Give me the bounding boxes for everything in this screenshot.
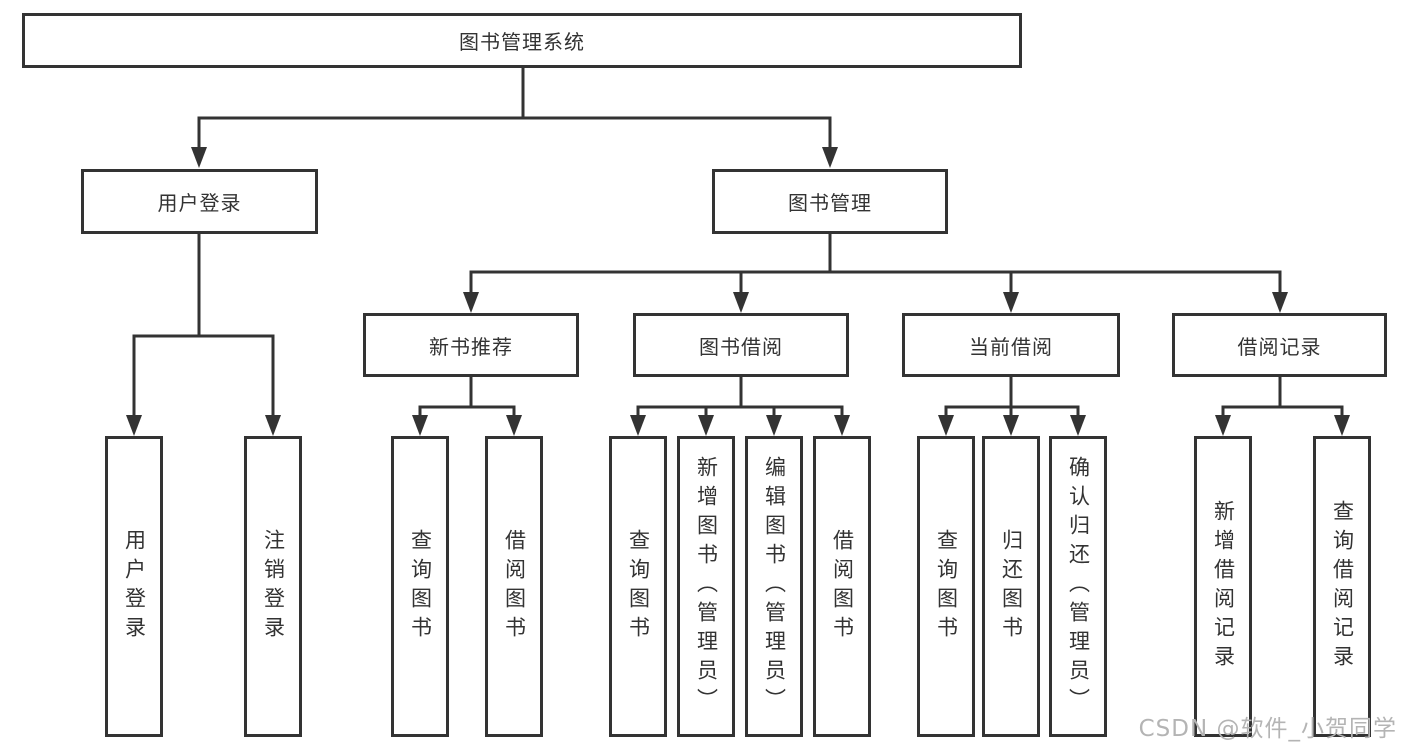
- arrowhead-icon: [766, 415, 782, 436]
- leaf-add-books-admin-label: 新增图书（管理员）: [694, 456, 719, 717]
- connector-current-borrow-to-leaves: [938, 377, 1086, 436]
- arrowhead-icon: [1003, 292, 1019, 313]
- leaf-query-books-borrow-label: 查询图书: [626, 528, 651, 645]
- connector-user-login-to-leaves: [126, 234, 281, 436]
- line: [636, 377, 844, 416]
- node-user-login-label: 用户登录: [157, 191, 242, 215]
- leaf-borrow-books-recommend: 借阅图书: [485, 436, 543, 737]
- leaf-query-books-recommend: 查询图书: [391, 436, 449, 737]
- connector-book-management-to-level3: [463, 234, 1288, 313]
- arrowhead-icon: [412, 415, 428, 436]
- node-root: 图书管理系统: [22, 13, 1022, 68]
- leaf-add-borrow-record: 新增借阅记录: [1194, 436, 1252, 737]
- node-book-borrow: 图书借阅: [633, 313, 849, 377]
- leaf-borrow-books-recommend-label: 借阅图书: [502, 528, 527, 645]
- leaf-logout-label: 注销登录: [261, 528, 286, 645]
- arrowhead-icon: [822, 147, 838, 168]
- leaf-borrow-books-label: 借阅图书: [830, 528, 855, 645]
- line: [469, 234, 1282, 294]
- node-new-book-recommend: 新书推荐: [363, 313, 579, 377]
- arrowhead-icon: [1215, 415, 1231, 436]
- leaf-return-books: 归还图书: [982, 436, 1040, 737]
- node-root-label: 图书管理系统: [459, 30, 585, 54]
- connector-new-book-to-leaves: [412, 377, 522, 436]
- connector-book-borrow-to-leaves: [630, 377, 850, 436]
- arrowhead-icon: [126, 415, 142, 436]
- leaf-query-books-borrow: 查询图书: [609, 436, 667, 737]
- line: [132, 234, 275, 416]
- connector-borrow-records-to-leaves: [1215, 377, 1350, 436]
- leaf-user-login: 用户登录: [105, 436, 163, 737]
- leaf-query-books-current: 查询图书: [917, 436, 975, 737]
- node-new-book-recommend-label: 新书推荐: [429, 334, 513, 359]
- line: [944, 377, 1080, 416]
- leaf-query-borrow-record: 查询借阅记录: [1313, 436, 1371, 737]
- arrowhead-icon: [1003, 415, 1019, 436]
- node-borrow-records-label: 借阅记录: [1237, 334, 1322, 359]
- line: [197, 68, 832, 150]
- arrowhead-icon: [1070, 415, 1086, 436]
- line: [418, 377, 516, 416]
- node-book-management: 图书管理: [712, 169, 948, 234]
- arrowhead-icon: [698, 415, 714, 436]
- arrowhead-icon: [834, 415, 850, 436]
- leaf-borrow-books: 借阅图书: [813, 436, 871, 737]
- node-book-management-label: 图书管理: [788, 191, 872, 215]
- leaf-query-borrow-record-label: 查询借阅记录: [1330, 499, 1355, 674]
- arrowhead-icon: [265, 415, 281, 436]
- leaf-edit-books-admin-label: 编辑图书（管理员）: [762, 456, 787, 717]
- arrowhead-icon: [463, 292, 479, 313]
- node-user-login: 用户登录: [81, 169, 318, 234]
- leaf-edit-books-admin: 编辑图书（管理员）: [745, 436, 803, 737]
- arrowhead-icon: [191, 147, 207, 168]
- arrowhead-icon: [630, 415, 646, 436]
- node-book-borrow-label: 图书借阅: [699, 334, 783, 359]
- leaf-user-login-label: 用户登录: [122, 528, 147, 645]
- arrowhead-icon: [733, 292, 749, 313]
- node-current-borrow-label: 当前借阅: [969, 334, 1053, 359]
- leaf-return-books-label: 归还图书: [999, 528, 1024, 645]
- line: [1221, 377, 1344, 416]
- connector-root-to-level2: [191, 68, 838, 168]
- csdn-watermark: CSDN @软件_小贺同学: [1138, 716, 1397, 742]
- arrowhead-icon: [1272, 292, 1288, 313]
- node-current-borrow: 当前借阅: [902, 313, 1120, 377]
- arrowhead-icon: [506, 415, 522, 436]
- leaf-query-books-recommend-label: 查询图书: [408, 528, 433, 645]
- leaf-confirm-return-admin: 确认归还（管理员）: [1049, 436, 1107, 737]
- leaf-query-books-current-label: 查询图书: [934, 528, 959, 645]
- node-borrow-records: 借阅记录: [1172, 313, 1387, 377]
- leaf-confirm-return-admin-label: 确认归还（管理员）: [1066, 456, 1091, 717]
- arrowhead-icon: [938, 415, 954, 436]
- leaf-add-borrow-record-label: 新增借阅记录: [1211, 499, 1236, 674]
- leaf-add-books-admin: 新增图书（管理员）: [677, 436, 735, 737]
- arrowhead-icon: [1334, 415, 1350, 436]
- leaf-logout: 注销登录: [244, 436, 302, 737]
